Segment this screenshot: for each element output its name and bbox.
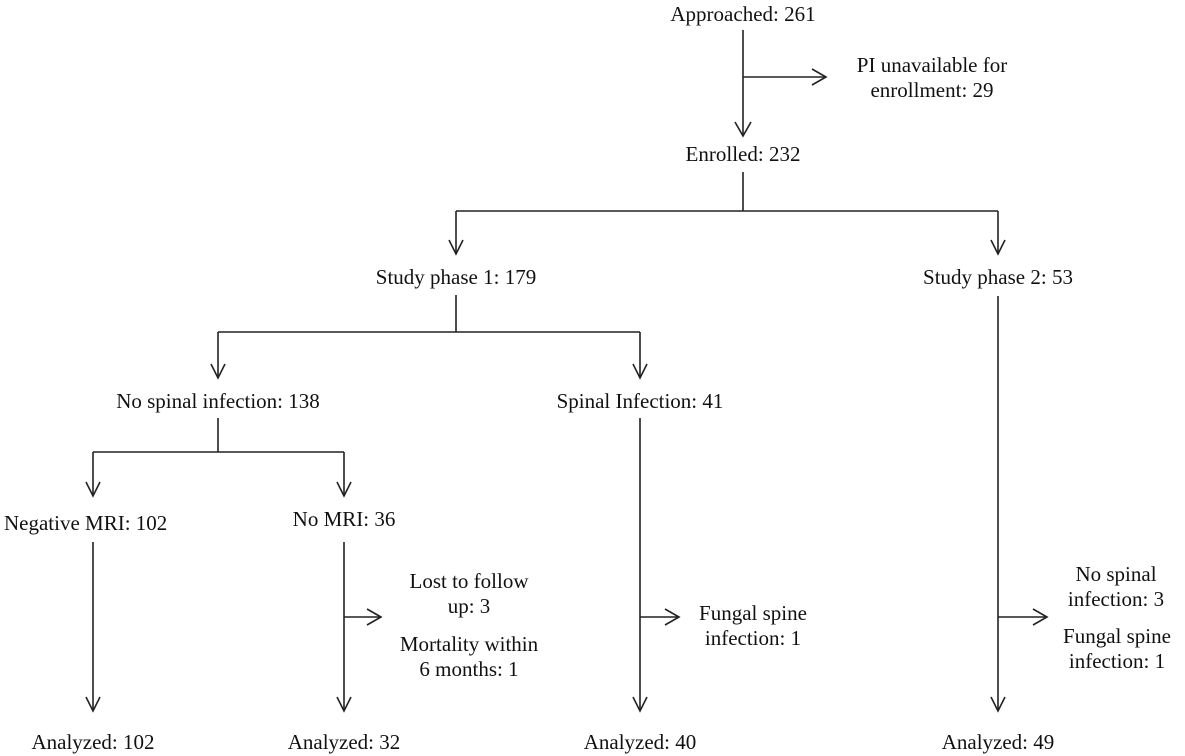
- arrowhead: [734, 121, 752, 138]
- node-no-spinal-infection-label: No spinal infection: 138: [116, 389, 320, 413]
- arrowhead: [210, 363, 226, 380]
- arrowhead: [85, 481, 101, 498]
- node-phase-2-fungal-line2: infection: 1: [1068, 649, 1166, 673]
- node-no-spinal-infection: No spinal infection: 138: [78, 389, 358, 414]
- node-analyzed-49-label: Analyzed: 49: [941, 730, 1055, 754]
- node-fungal-phase-1-line2: infection: 1: [704, 626, 802, 650]
- node-fungal-phase-1: Fungal spine infection: 1: [678, 601, 828, 651]
- node-analyzed-40-label: Analyzed: 40: [583, 730, 697, 754]
- node-analyzed-32: Analyzed: 32: [264, 730, 424, 755]
- node-spinal-infection: Spinal Infection: 41: [510, 389, 770, 414]
- arrowhead: [990, 239, 1006, 256]
- node-enrolled-label: Enrolled: 232: [685, 142, 801, 166]
- node-study-phase-1-label: Study phase 1: 179: [375, 265, 537, 289]
- node-phase-2-no-spinal-line1: No spinal: [1075, 562, 1157, 586]
- arrowhead: [448, 239, 464, 256]
- node-approached-label: Approached: 261: [670, 2, 816, 26]
- node-fungal-phase-1-line1: Fungal spine: [699, 601, 807, 625]
- node-study-phase-1: Study phase 1: 179: [336, 265, 576, 290]
- node-analyzed-40: Analyzed: 40: [560, 730, 720, 755]
- node-no-mri: No MRI: 36: [264, 507, 424, 532]
- node-pi-unavailable-line1: PI unavailable for: [856, 53, 1008, 77]
- node-negative-mri-label: Negative MRI: 102: [4, 511, 168, 535]
- node-analyzed-49: Analyzed: 49: [918, 730, 1078, 755]
- node-study-phase-2: Study phase 2: 53: [878, 265, 1118, 290]
- node-pi-unavailable: PI unavailable for enrollment: 29: [827, 53, 1037, 103]
- node-mortality-line2: 6 months: 1: [419, 657, 519, 681]
- node-phase-2-fungal: Fungal spine infection: 1: [1050, 624, 1184, 674]
- node-phase-2-fungal-line1: Fungal spine: [1063, 624, 1171, 648]
- arrowhead: [336, 481, 352, 498]
- node-analyzed-102: Analyzed: 102: [8, 730, 178, 755]
- node-approached: Approached: 261: [643, 2, 843, 27]
- node-phase-2-no-spinal-line2: infection: 3: [1067, 587, 1165, 611]
- arrowhead: [336, 696, 352, 713]
- arrowhead: [1032, 608, 1049, 626]
- arrowhead: [632, 363, 648, 380]
- arrowhead: [990, 696, 1006, 713]
- arrowhead: [85, 696, 101, 713]
- node-mortality: Mortality within 6 months: 1: [384, 632, 554, 682]
- node-phase-2-no-spinal: No spinal infection: 3: [1050, 562, 1182, 612]
- node-no-mri-label: No MRI: 36: [292, 507, 396, 531]
- arrowhead: [664, 608, 681, 626]
- arrowhead: [632, 696, 648, 713]
- node-enrolled: Enrolled: 232: [643, 142, 843, 167]
- node-mortality-line1: Mortality within: [399, 632, 539, 656]
- node-analyzed-32-label: Analyzed: 32: [287, 730, 401, 754]
- arrowhead: [366, 608, 383, 626]
- node-negative-mri: Negative MRI: 102: [4, 511, 204, 536]
- node-spinal-infection-label: Spinal Infection: 41: [556, 389, 724, 413]
- node-lost-line1: Lost to follow: [409, 569, 529, 593]
- node-study-phase-2-label: Study phase 2: 53: [923, 265, 1073, 289]
- node-pi-unavailable-line2: enrollment: 29: [870, 78, 994, 102]
- node-analyzed-102-label: Analyzed: 102: [31, 730, 155, 754]
- node-lost-line2: up: 3: [447, 594, 491, 618]
- node-lost-to-follow-up: Lost to follow up: 3: [384, 569, 554, 619]
- arrowhead: [811, 68, 828, 86]
